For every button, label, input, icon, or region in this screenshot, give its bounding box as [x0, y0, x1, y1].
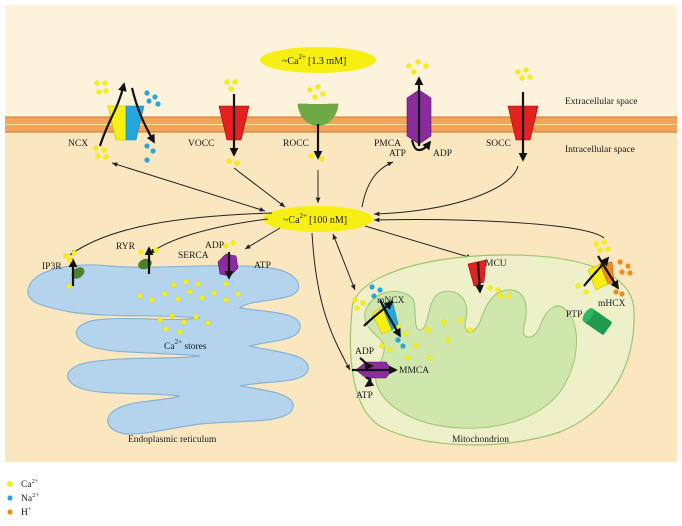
- er-stores-base: Ca: [164, 342, 175, 352]
- pmca-label: PMCA: [374, 139, 401, 149]
- pmca-pump: [406, 59, 432, 152]
- mhcx-label: mHCX: [598, 299, 626, 309]
- ryr-label: RYR: [116, 242, 136, 252]
- mmca-label: MMCA: [399, 366, 429, 376]
- svg-text:Na2+: Na2+: [21, 492, 39, 504]
- extracellular-ca-concentration: ~Ca2+[1.3 mM]: [260, 47, 376, 73]
- ip3r-label: IP3R: [42, 262, 62, 272]
- mmca-pump: [352, 357, 398, 387]
- inside-ca-sup: 2+: [300, 212, 308, 220]
- socc-channel: [507, 67, 539, 162]
- vocc-label: VOCC: [188, 139, 214, 149]
- serca-adp-label: ADP: [205, 241, 224, 251]
- flux-arrows: [69, 161, 605, 371]
- serca-pump: [217, 240, 239, 287]
- ptp-label: PTP: [566, 310, 582, 320]
- legend: Ca2+ Na2+ H+: [7, 478, 39, 518]
- legend-item-sodium: Na2+: [7, 492, 39, 504]
- ptp-pore: [582, 308, 612, 335]
- intracellular-label: Intracellular space: [565, 145, 635, 155]
- inside-ca-base: ~Ca: [283, 215, 300, 226]
- mcu-channel: [467, 259, 503, 299]
- serca-atp-label: ATP: [254, 261, 271, 271]
- mito-atp-label: ATP: [356, 391, 373, 401]
- ncx-na-in: [144, 143, 156, 163]
- legend-item-calcium: Ca2+: [7, 478, 39, 490]
- legend-ca-sup: 2+: [32, 478, 39, 485]
- legend-na-base: Na: [21, 494, 33, 504]
- er-stores-sup: 2+: [175, 338, 183, 346]
- serca-label: SERCA: [178, 251, 209, 261]
- svg-text:Ca2+ stores: Ca2+ stores: [164, 338, 207, 352]
- outside-ca-base: ~Ca: [282, 56, 299, 67]
- outside-ca-value: [1.3 mM]: [308, 56, 346, 67]
- ncx-exchanger: [98, 82, 155, 147]
- ncx-na-out: [144, 90, 161, 107]
- pmca-adp-label: ADP: [433, 149, 452, 159]
- mncx-label: mNCX: [377, 296, 405, 306]
- endoplasmic-reticulum: [27, 264, 309, 435]
- socc-label: SOCC: [486, 139, 511, 149]
- inside-ca-value: [100 nM]: [309, 215, 347, 226]
- rocc-receptor: [297, 84, 339, 162]
- mhcx-exchanger: [575, 239, 633, 297]
- vocc-channel: [218, 79, 250, 166]
- legend-ca-base: Ca: [21, 480, 32, 490]
- svg-text:Ca2+: Ca2+: [21, 478, 39, 490]
- er-label: Endoplasmic reticulum: [128, 435, 217, 445]
- mitochondrion: [349, 254, 635, 446]
- mcu-label: MCU: [485, 259, 507, 269]
- legend-na-sup: 2+: [32, 492, 39, 499]
- ip3r-channel: [63, 250, 85, 289]
- er-calcium-ions: [137, 279, 241, 335]
- pmca-atp-label: ATP: [389, 149, 406, 159]
- svg-text:H+: H+: [21, 506, 32, 518]
- legend-item-proton: H+: [7, 506, 32, 518]
- cytosolic-ca-concentration: ~Ca2+[100 nM]: [263, 206, 373, 232]
- er-stores-text: stores: [182, 342, 207, 352]
- mncx-exchanger: [352, 284, 406, 353]
- ncx-ca-out: [94, 80, 109, 95]
- legend-h-base: H: [21, 508, 28, 518]
- ryr-channel: [138, 246, 159, 274]
- outside-ca-sup: 2+: [299, 53, 307, 61]
- mitochondrion-label: Mitochondrion: [452, 435, 509, 445]
- mito-adp-label: ADP: [355, 347, 374, 357]
- legend-h-sup: +: [28, 506, 32, 513]
- extracellular-label: Extracellular space: [565, 97, 638, 107]
- svg-text:~Ca2+[100 nM]: ~Ca2+[100 nM]: [283, 212, 347, 226]
- ncx-ca-in: [93, 145, 109, 160]
- rocc-label: ROCC: [283, 139, 309, 149]
- ncx-label: NCX: [68, 139, 88, 149]
- svg-text:~Ca2+[1.3 mM]: ~Ca2+[1.3 mM]: [282, 53, 346, 67]
